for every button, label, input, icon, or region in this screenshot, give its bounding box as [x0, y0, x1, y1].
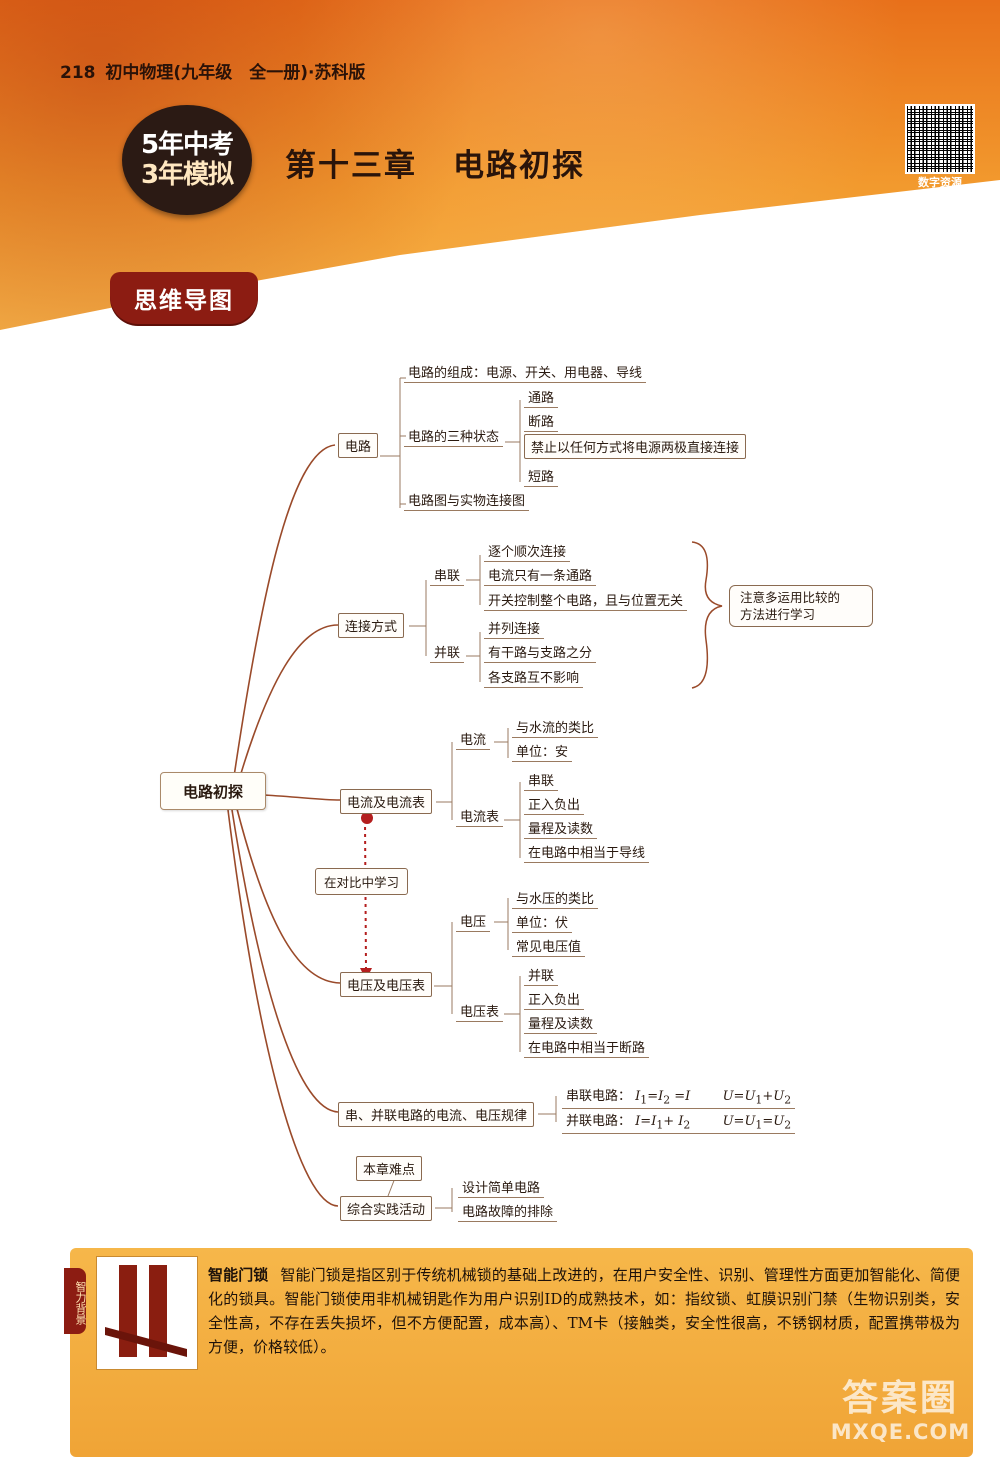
node-series: 串联: [430, 565, 465, 586]
node-state-break: 断路: [524, 411, 559, 432]
node-current-item-1: 与水流的类比: [512, 717, 599, 738]
node-series-rule: 串联电路： I1=I2 =I U=U1+U2: [562, 1085, 796, 1109]
node-voltmeter-item-3: 量程及读数: [524, 1013, 598, 1034]
series-voltage-formula: U=U1+U2: [722, 1089, 792, 1107]
panel-paragraph: 智能门锁智能门锁是指区别于传统机械锁的基础上改进的，在用户安全性、识别、管理性方…: [208, 1263, 960, 1359]
node-circuit-diagram: 电路图与实物连接图: [404, 490, 530, 511]
node-parallel-item-1: 并列连接: [484, 618, 545, 639]
study-tip-line-2: 方法进行学习: [740, 607, 816, 622]
chapter-heading: 第十三章电路初探: [285, 140, 585, 185]
background-knowledge-panel: [70, 1248, 973, 1457]
mindmap-root: 电路初探: [160, 772, 266, 810]
book-title: 初中物理(九年级 全一册)·苏科版: [105, 63, 366, 83]
panel-body: 智能门锁是指区别于传统机械锁的基础上改进的，在用户安全性、识别、管理性方面更加智…: [208, 1266, 960, 1356]
node-parallel: 并联: [430, 642, 465, 663]
node-rules: 串、并联电路的电流、电压规律: [338, 1102, 535, 1127]
parallel-voltage-formula: U=U1=U2: [722, 1114, 792, 1132]
compare-start-dot: [361, 812, 373, 824]
chapter-title: 电路初探: [453, 148, 585, 184]
node-current: 电流及电流表: [340, 789, 433, 814]
series-rule-label: 串联电路：: [566, 1089, 632, 1104]
watermark-line-2: MXQE.COM: [830, 1420, 971, 1444]
node-parallel-item-2: 有干路与支路之分: [484, 642, 597, 663]
node-parallel-rule: 并联电路： I=I1+ I2 U=U1=U2: [562, 1110, 796, 1134]
node-ammeter-item-4: 在电路中相当于导线: [524, 842, 650, 863]
study-tip-note: 注意多运用比较的 方法进行学习: [729, 585, 873, 627]
node-voltmeter-item-1: 并联: [524, 965, 559, 986]
panel-title: 智能门锁: [208, 1266, 269, 1284]
node-series-item-3: 开关控制整个电路，且与位置无关: [484, 590, 688, 611]
node-short-warning: 禁止以任何方式将电源两极直接连接: [524, 434, 747, 459]
node-practice-item-2: 电路故障的排除: [458, 1201, 558, 1222]
branch-circuit-line: [231, 444, 336, 791]
smart-lock-image: [96, 1256, 198, 1370]
parallel-rule-label: 并联电路：: [566, 1114, 632, 1129]
node-voltage-item-2: 单位：伏: [512, 912, 573, 933]
node-voltage: 电压及电压表: [340, 972, 433, 997]
compare-dotted-arrow: [364, 819, 367, 971]
branch-current-line: [263, 794, 341, 801]
node-voltage-item-3: 常见电压值: [512, 936, 586, 957]
node-ammeter-item-3: 量程及读数: [524, 818, 598, 839]
node-practice: 综合实践活动: [340, 1196, 433, 1221]
qr-code[interactable]: [905, 104, 975, 174]
bracket-line: [691, 541, 723, 689]
node-series-item-2: 电流只有一条通路: [484, 565, 597, 586]
watermark-line-1: 答案圈: [841, 1378, 959, 1419]
node-current-item-2: 单位：安: [512, 741, 573, 762]
chapter-number: 第十三章: [285, 148, 417, 184]
node-ammeter-label: 电流表: [456, 806, 504, 827]
difficulty-tag: 本章难点: [356, 1156, 423, 1181]
node-ammeter-item-1: 串联: [524, 770, 559, 791]
node-state-short: 短路: [524, 466, 559, 487]
branch-connection-line: [235, 624, 339, 791]
parallel-current-formula: I=I1+ I2: [635, 1114, 691, 1132]
node-ammeter-item-2: 正入负出: [524, 794, 585, 815]
node-circuit-states: 电路的三种状态: [404, 426, 504, 447]
node-voltage-item-1: 与水压的类比: [512, 888, 599, 909]
series-logo: 5年中考 3年模拟: [122, 105, 252, 215]
node-voltage-label: 电压: [456, 911, 491, 932]
node-voltmeter-item-2: 正入负出: [524, 989, 585, 1010]
watermark: 答案圈 MXQE.COM: [818, 1378, 983, 1448]
node-practice-item-1: 设计简单电路: [458, 1177, 545, 1198]
study-tip-line-1: 注意多运用比较的: [740, 590, 841, 605]
section-tag: 思维导图: [110, 272, 258, 324]
node-connection: 连接方式: [338, 613, 405, 638]
running-header: 218 初中物理(九年级 全一册)·苏科版: [60, 58, 369, 83]
node-parallel-item-3: 各支路互不影响: [484, 667, 584, 688]
compare-learning-box: 在对比中学习: [315, 868, 409, 895]
branch-voltage-line: [235, 804, 341, 984]
branch-practice-line: [227, 809, 339, 1207]
logo-line-2: 3年模拟: [140, 160, 234, 190]
qr-label: 数字资源: [918, 176, 962, 189]
page-number: 218: [60, 63, 96, 83]
panel-tab: 智力背景: [64, 1268, 87, 1334]
node-current-label: 电流: [456, 729, 491, 750]
node-voltmeter-label: 电压表: [456, 1001, 504, 1022]
node-state-open: 通路: [524, 387, 559, 408]
logo-line-1: 5年中考: [140, 130, 234, 160]
node-voltmeter-item-4: 在电路中相当于断路: [524, 1037, 650, 1058]
node-circuit: 电路: [338, 433, 379, 458]
branch-rules-line: [231, 809, 339, 1113]
series-current-formula: I1=I2 =I: [635, 1089, 691, 1107]
node-circuit-composition: 电路的组成：电源、开关、用电器、导线: [404, 362, 647, 383]
node-series-item-1: 逐个顺次连接: [484, 541, 571, 562]
